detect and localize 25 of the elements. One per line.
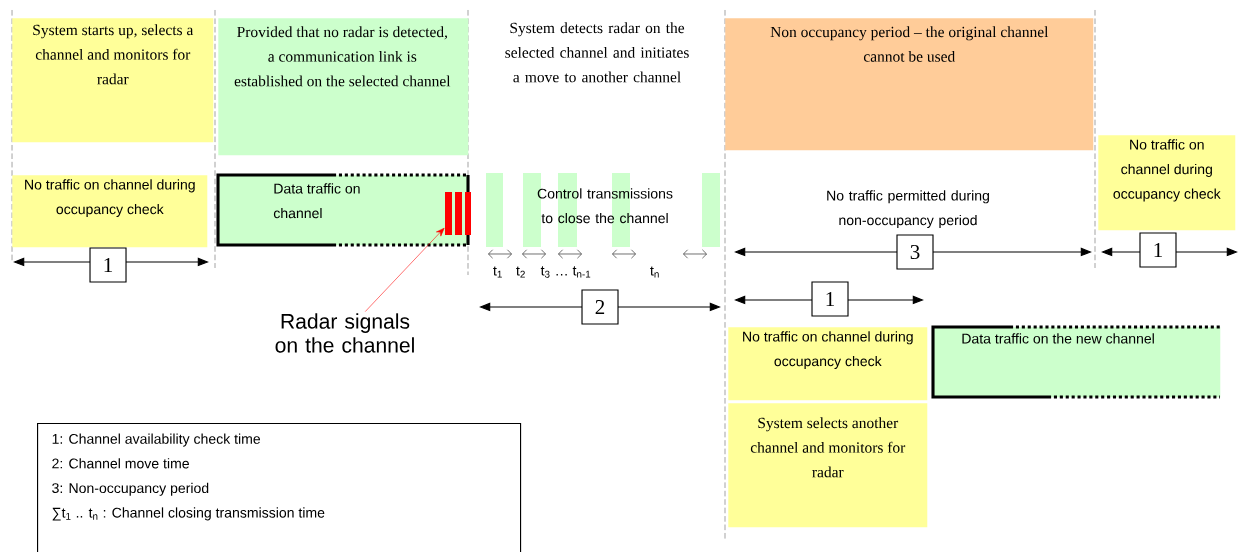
annotation-text: Control transmissions to close the channel [537,188,673,224]
status-box: No traffic on channel during occupancy check [1098,135,1236,231]
callout-number: 1 [811,281,849,317]
callout-number: 3 [896,234,934,270]
time-label: t$_{2}$ [516,266,525,278]
leader-line [364,227,445,312]
period-box: Non occupancy period – the original channel cannot be used [725,18,1094,151]
description-box: Provided that no radar is detected, a communication link is established on the selected channel [218,18,469,156]
status-box: No traffic on channel during occupancy check [728,327,928,401]
data-traffic-box: Data traffic on the new channel [931,325,1221,399]
callout-number: 2 [581,289,619,325]
time-label: t$_{3}$ … t$_{n-1}$ [540,266,591,278]
data-traffic-box: Data traffic on channel [216,173,470,247]
annotation-text: No traffic permitted during non-occupancy period [827,190,989,228]
description-box: System starts up, selects a channel and monitors for radar [12,18,214,143]
callout-number: 1 [1139,232,1177,268]
description-text: System detects radar on the selected channel and initiates a move to another channel [505,22,689,83]
status-box: No traffic on channel during occupancy check [12,175,208,248]
time-label: t$_{1}$ [493,266,502,278]
callout-text: Radar signals on the channel [275,313,414,353]
radar-signal-bars [445,192,471,235]
callout-number: 1 [89,247,127,283]
description-box: System selects another channel and monitors for radar [728,403,928,528]
time-label: t$_{n}$ [650,266,659,278]
key-box: 1: Channel availability check time 2: Channel move time 3: Non-occupancy period ∑t$_{1}$ .. t$_{n}$ : Channel closing transmission time [37,423,522,552]
